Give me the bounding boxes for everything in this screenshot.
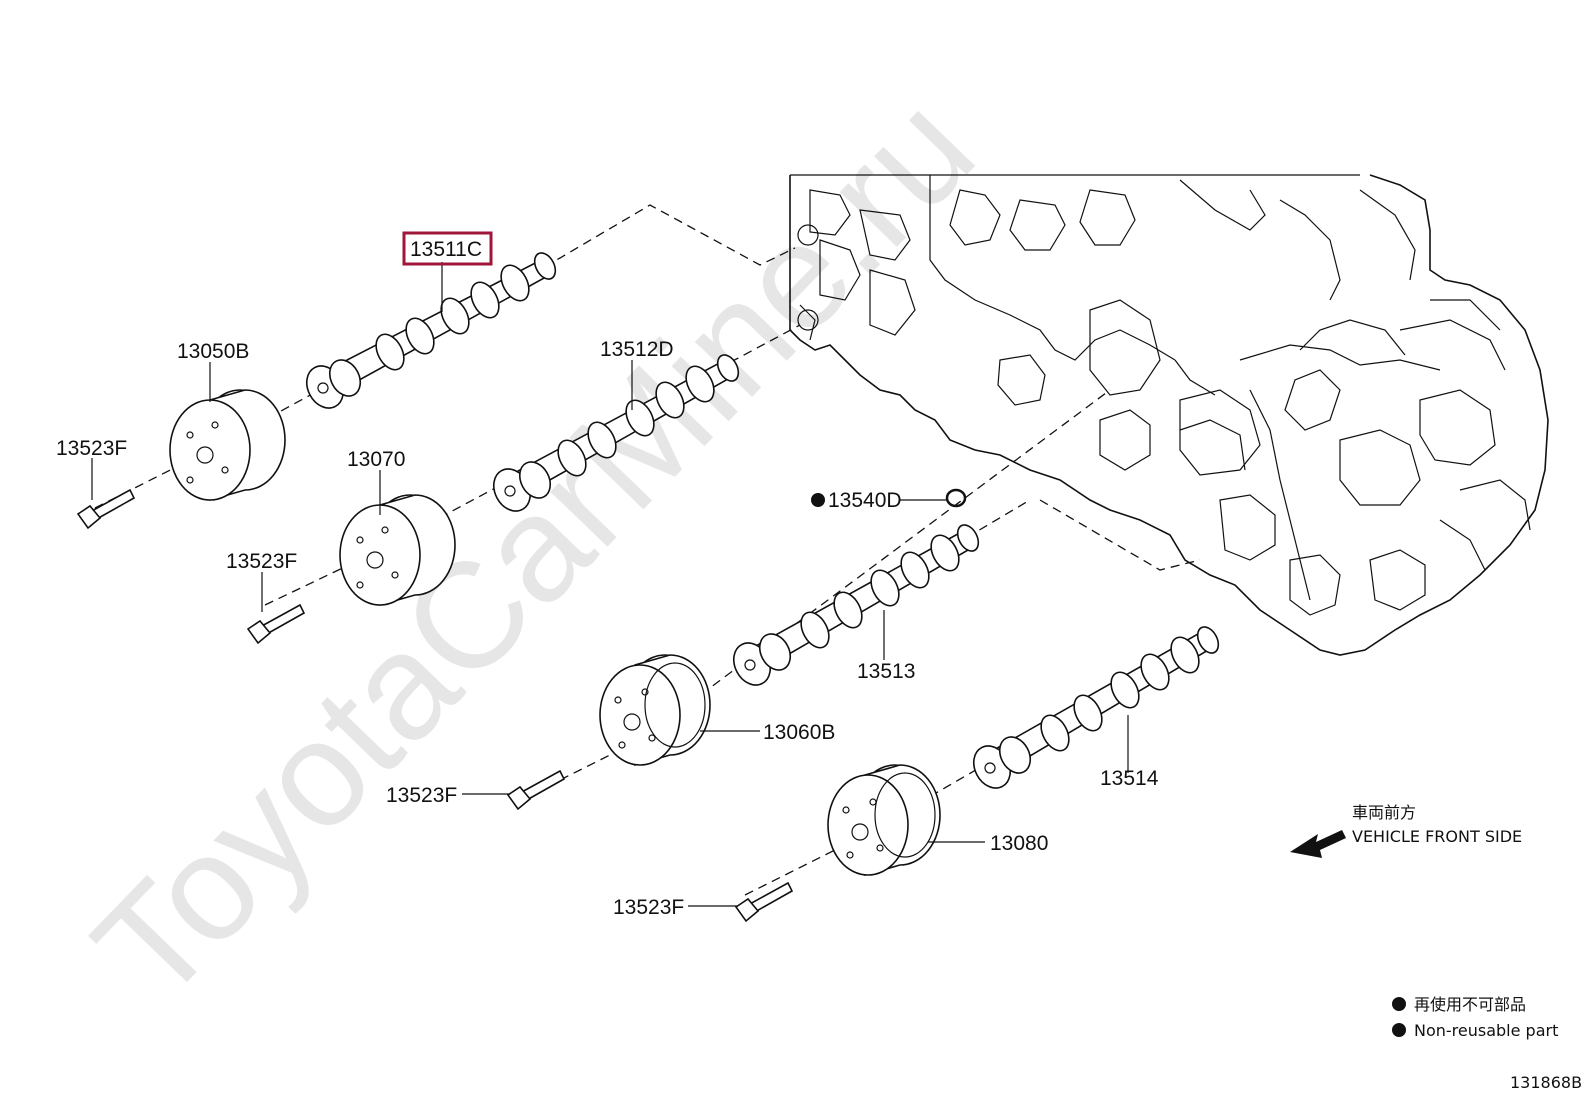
bolt-13523f-2 — [246, 603, 306, 645]
camshaft-13513 — [732, 524, 980, 686]
vehicle-front-label-jp: 車両前方 — [1352, 803, 1416, 822]
bolt-13523f-4 — [734, 881, 794, 923]
highlight-box-13511c — [402, 231, 493, 266]
label-13512d[interactable]: 13512D — [600, 338, 674, 361]
camshaft-13512d — [492, 354, 740, 512]
label-13523f-3[interactable]: 13523F — [386, 784, 457, 807]
gear-13060b — [599, 654, 711, 767]
vehicle-front-arrow — [1290, 830, 1346, 858]
legend-label-jp: 再使用不可部品 — [1414, 995, 1526, 1014]
label-13523f-1[interactable]: 13523F — [56, 437, 127, 460]
oring-13540d — [945, 488, 967, 508]
camshaft-13511c — [305, 252, 557, 409]
engine-cylinder-head — [789, 174, 1549, 656]
gear-13050b — [169, 389, 286, 502]
label-13511c[interactable]: 13511C — [410, 238, 482, 261]
label-13080[interactable]: 13080 — [990, 832, 1048, 855]
vehicle-front-label-en: VEHICLE FRONT SIDE — [1352, 827, 1522, 846]
legend-label-en: Non-reusable part — [1414, 1021, 1558, 1040]
gear-13080 — [827, 764, 941, 877]
label-13540d[interactable]: 13540D — [828, 489, 902, 512]
non-reusable-bullet-13540d — [811, 493, 825, 507]
label-13060b[interactable]: 13060B — [763, 721, 835, 744]
label-13523f-4[interactable]: 13523F — [613, 896, 684, 919]
leader-lines — [91, 262, 1129, 907]
legend-bullet-jp — [1392, 997, 1406, 1011]
bolt-13523f-1 — [76, 488, 136, 530]
watermark: ToyotaCarMine.ru — [62, 64, 1005, 1032]
label-13514[interactable]: 13514 — [1100, 767, 1159, 790]
bolt-13523f-3 — [506, 769, 566, 811]
label-13070[interactable]: 13070 — [347, 448, 405, 471]
label-13513[interactable]: 13513 — [857, 660, 915, 683]
diagram-code: 131868B — [1510, 1073, 1582, 1092]
gear-13070 — [339, 494, 456, 607]
label-13523f-2[interactable]: 13523F — [226, 550, 297, 573]
legend-bullet-en — [1392, 1023, 1406, 1037]
label-13050b[interactable]: 13050B — [177, 340, 249, 363]
camshaft-13514 — [972, 626, 1220, 789]
